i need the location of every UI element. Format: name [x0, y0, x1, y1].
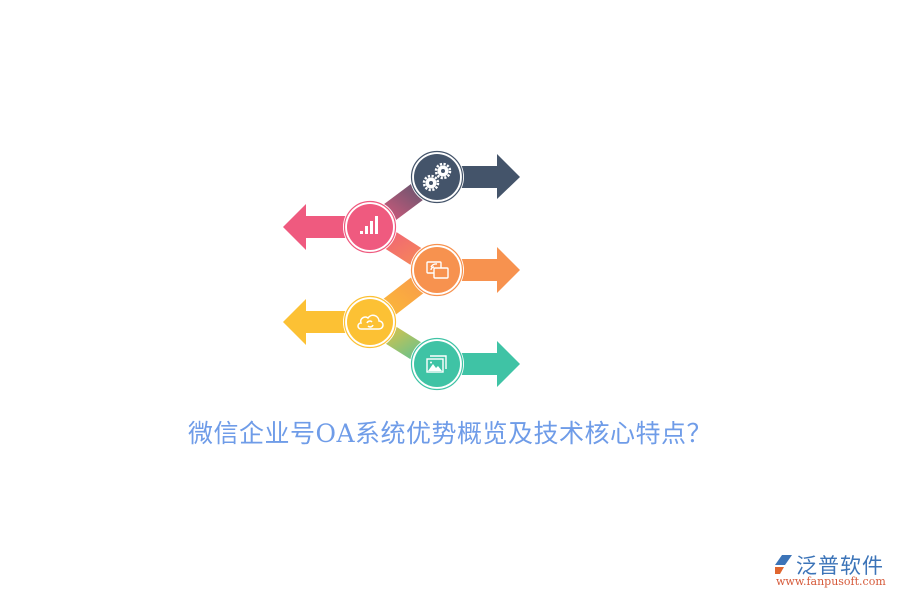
step-cloud-sync	[343, 295, 397, 349]
step-gears	[410, 150, 464, 204]
image-gallery-icon	[426, 355, 447, 373]
page-title: 微信企业号OA系统优势概览及技术核心特点？	[187, 419, 713, 448]
arrow-right-teal	[437, 341, 520, 387]
cloud-sync-icon	[357, 314, 384, 330]
logo-url: www.fanpusoft.com	[776, 575, 886, 588]
gears-icon	[422, 162, 452, 192]
brand-logo: 泛普软件 www.fanpusoft.com	[770, 550, 900, 590]
screen-cast-icon	[426, 261, 449, 279]
bar-chart-icon	[360, 216, 378, 234]
arrow-left-pink	[283, 204, 370, 250]
logo-mark-icon	[775, 555, 792, 574]
arrow-left-yellow	[283, 299, 370, 345]
step-image-gallery	[410, 337, 464, 391]
step-screen-cast	[410, 243, 464, 297]
arrow-right-orange	[437, 247, 520, 293]
step-bar-chart	[343, 200, 397, 254]
logo-name: 泛普软件	[796, 554, 884, 578]
